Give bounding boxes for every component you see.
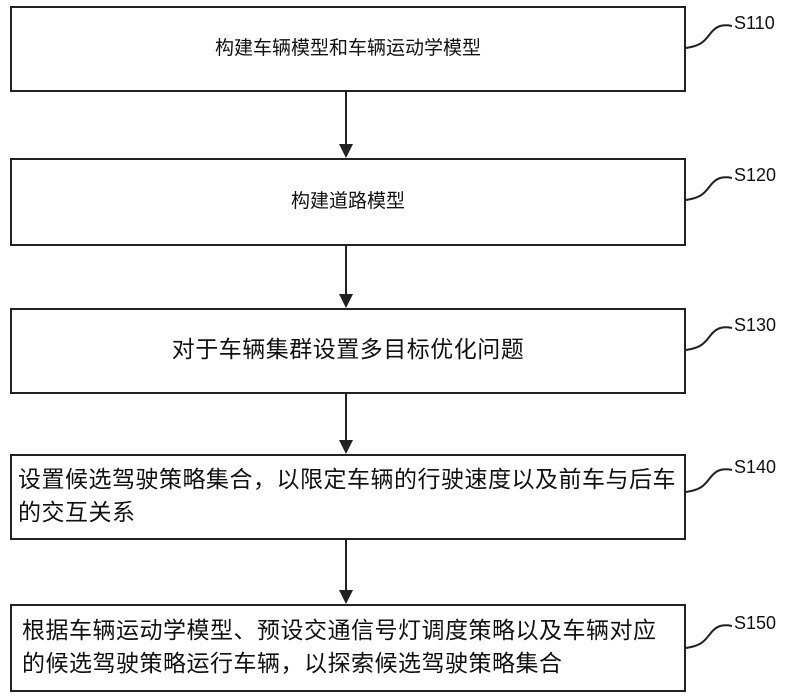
step-label-s150: S150 <box>734 614 776 632</box>
label-leader-s140 <box>686 469 732 492</box>
step-box-s120: 构建道路模型 <box>10 158 686 246</box>
arrow-head-s110-to-s120 <box>339 144 353 158</box>
step-box-s150: 根据车辆运动学模型、预设交通信号灯调度策略以及车辆对应的候选驾驶策略运行车辆，以… <box>10 604 686 692</box>
step-text-s120: 构建道路模型 <box>291 188 405 216</box>
arrow-head-s140-to-s150 <box>339 590 353 604</box>
arrow-head-s120-to-s130 <box>339 294 353 308</box>
label-leader-s130 <box>686 327 732 350</box>
step-label-s110: S110 <box>734 14 775 32</box>
step-text-s110: 构建车辆模型和车辆运动学模型 <box>215 35 481 63</box>
step-label-s140: S140 <box>734 458 776 476</box>
label-leader-s150 <box>686 625 732 648</box>
step-label-s120: S120 <box>734 166 776 184</box>
step-box-s130: 对于车辆集群设置多目标优化问题 <box>10 308 686 394</box>
step-label-s130: S130 <box>734 316 776 334</box>
step-text-s130: 对于车辆集群设置多目标优化问题 <box>172 334 525 367</box>
label-leader-s110 <box>686 25 732 48</box>
step-box-s110: 构建车辆模型和车辆运动学模型 <box>10 6 686 92</box>
step-text-s150: 根据车辆运动学模型、预设交通信号灯调度策略以及车辆对应的候选驾驶策略运行车辆，以… <box>22 615 676 682</box>
step-text-s140: 设置候选驾驶策略集合，以限定车辆的行驶速度以及前车与后车的交互关系 <box>18 464 676 531</box>
arrow-head-s130-to-s140 <box>339 440 353 454</box>
label-leader-s120 <box>686 177 732 200</box>
step-box-s140: 设置候选驾驶策略集合，以限定车辆的行驶速度以及前车与后车的交互关系 <box>10 454 686 540</box>
